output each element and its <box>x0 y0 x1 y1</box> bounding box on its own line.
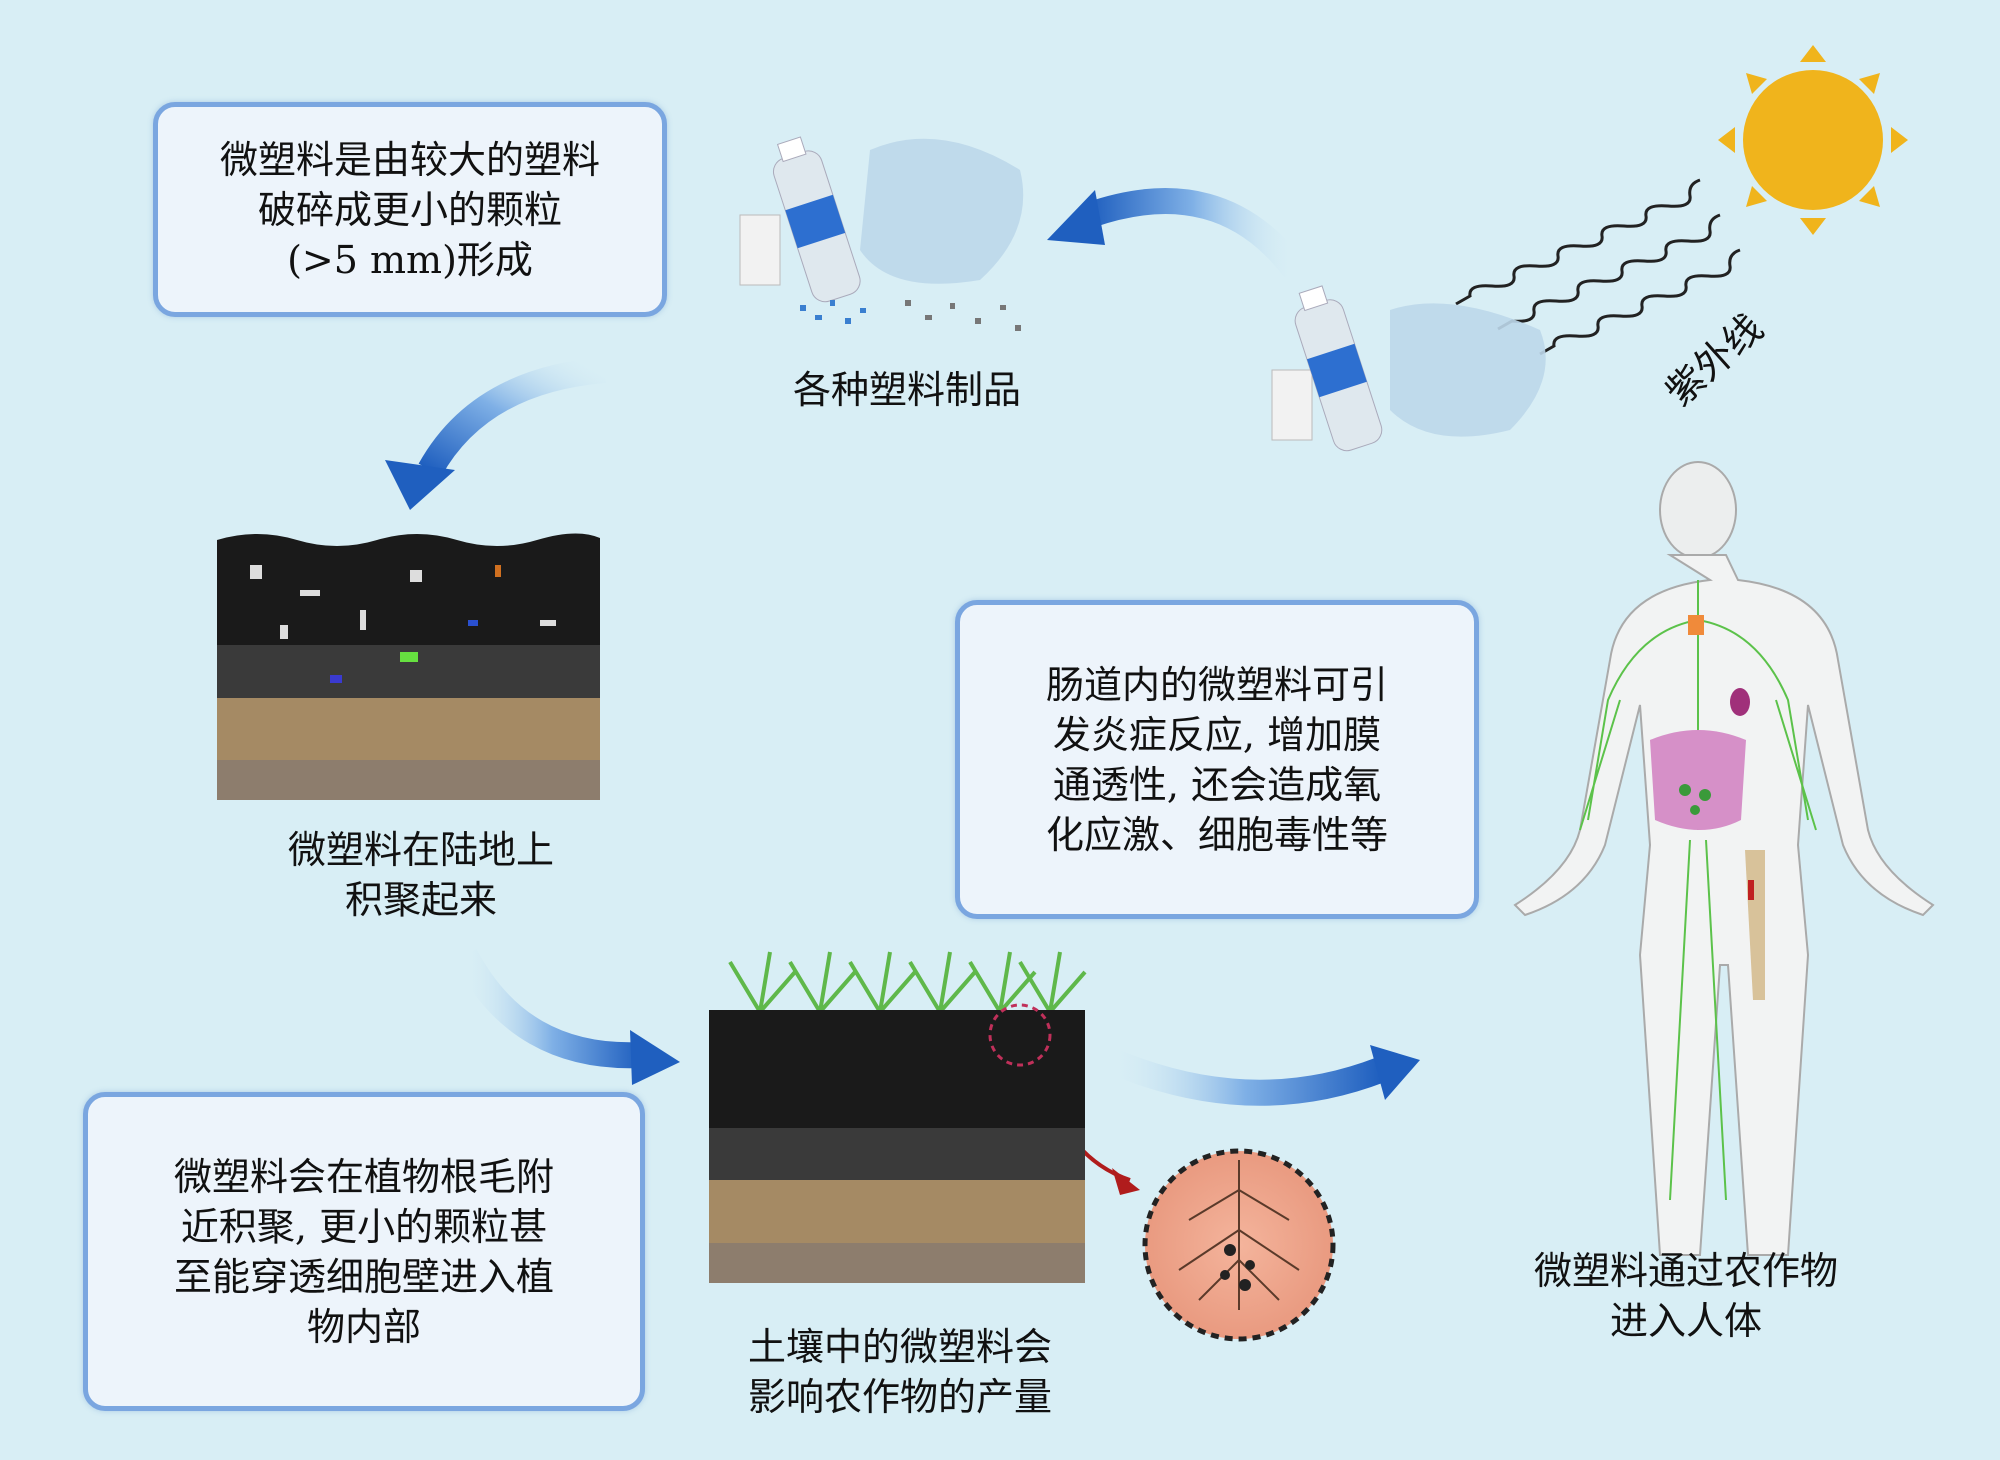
plastic-waste-icon <box>1271 285 1546 452</box>
land-label-line: 积聚起来 <box>344 878 498 922</box>
gut-text-line: 肠道内的微塑料可引 <box>1045 662 1388 707</box>
soil-label: 土壤中的微塑料会 影响农作物的产量 <box>748 1322 1052 1422</box>
soil-label-line: 影响农作物的产量 <box>747 1375 1053 1419</box>
plants-text-line: 微塑料会在植物根毛附 <box>173 1154 554 1199</box>
plants-text-line: 至能穿透细胞壁进入植 <box>173 1254 554 1299</box>
plastic-products-icon <box>739 136 1024 331</box>
gut-text-line: 发炎症反应, 增加膜 <box>1052 712 1382 757</box>
flow-arrows <box>385 188 1420 1195</box>
land-soil-illustration <box>217 533 600 800</box>
human-label-line: 微塑料通过农作物 <box>1533 1249 1839 1293</box>
plastics-label: 各种塑料制品 <box>792 368 1022 412</box>
soil-label-line: 土壤中的微塑料会 <box>747 1325 1053 1369</box>
sun-icon <box>1718 45 1908 235</box>
formation-text-line: 微塑料是由较大的塑料 <box>219 137 600 182</box>
formation-text-line: (>5 mm)形成 <box>287 237 533 282</box>
crop-soil-illustration <box>709 951 1087 1283</box>
human-label: 微塑料通过农作物 进入人体 <box>1534 1246 1838 1346</box>
uv-rays-icon <box>1455 178 1741 356</box>
plants-info-box: 微塑料会在植物根毛附 近积聚, 更小的颗粒甚 至能穿透细胞壁进入植 物内部 <box>83 1092 645 1411</box>
human-label-line: 进入人体 <box>1609 1299 1763 1343</box>
root-closeup-icon <box>1142 1148 1336 1342</box>
plants-text-line: 近积聚, 更小的颗粒甚 <box>180 1204 548 1249</box>
land-label-line: 微塑料在陆地上 <box>287 828 555 872</box>
formation-info-box: 微塑料是由较大的塑料 破碎成更小的颗粒 (>5 mm)形成 <box>153 102 667 317</box>
plants-text-line: 物内部 <box>306 1304 421 1349</box>
gut-text-line: 化应激、细胞毒性等 <box>1045 812 1388 857</box>
formation-text-line: 破碎成更小的颗粒 <box>257 187 562 232</box>
gut-text-line: 通透性, 还会造成氧 <box>1052 762 1382 807</box>
gut-info-box: 肠道内的微塑料可引 发炎症反应, 增加膜 通透性, 还会造成氧 化应激、细胞毒性… <box>955 600 1479 919</box>
land-label: 微塑料在陆地上 积聚起来 <box>288 825 554 925</box>
human-body-icon <box>1513 461 1935 1256</box>
